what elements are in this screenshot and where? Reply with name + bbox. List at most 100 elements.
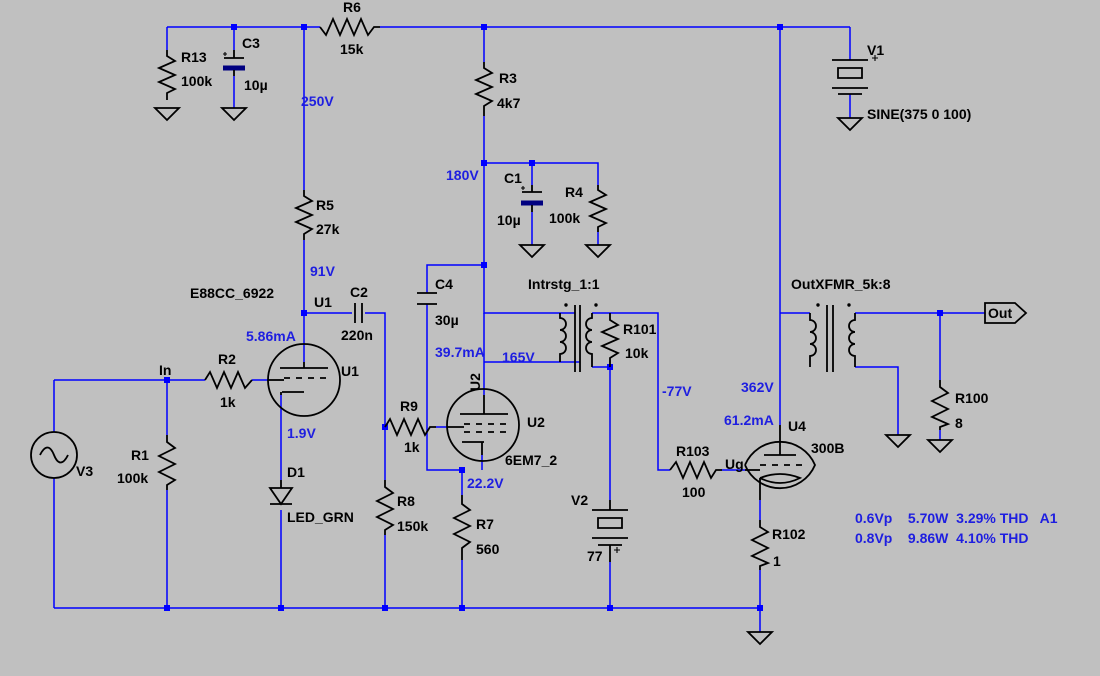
- label-r5-ref: R5: [316, 197, 334, 213]
- label-r8-ref: R8: [397, 493, 415, 509]
- op-v-165: 165V: [502, 349, 535, 365]
- label-v3-ref: V3: [76, 463, 93, 479]
- tube-u2: [446, 388, 520, 462]
- label-r3-value: 4k7: [497, 95, 521, 111]
- label-c4-ref: C4: [435, 276, 453, 292]
- label-u1-model: E88CC_6922: [190, 285, 274, 301]
- battery-v2: [592, 500, 628, 562]
- transformer-interstage: [559, 303, 598, 372]
- simulation-notes: 0.6Vp 5.70W 3.29% THD A1 0.8Vp 9.86W 4.1…: [855, 510, 1058, 546]
- label-r6-ref: R6: [343, 0, 361, 15]
- label-r103-value: 100: [682, 484, 706, 500]
- note-line-1: 0.6Vp 5.70W 3.29% THD A1: [855, 510, 1058, 526]
- op-i-u4: 61.2mA: [724, 412, 774, 428]
- wires: [53, 26, 985, 632]
- label-r7-ref: R7: [476, 516, 494, 532]
- capacitor-c1: [521, 185, 543, 212]
- label-v2-ref: V2: [571, 492, 588, 508]
- label-c1-ref: C1: [504, 170, 522, 186]
- label-u1-ref: U1: [341, 363, 359, 379]
- note-line-2: 0.8Vp 9.86W 4.10% THD: [855, 530, 1029, 546]
- op-v-362: 362V: [741, 379, 774, 395]
- resistor-r8: [374, 480, 396, 535]
- op-v-180: 180V: [446, 167, 479, 183]
- label-r101-ref: R101: [623, 321, 657, 337]
- label-u4-ref: U4: [788, 418, 806, 434]
- resistor-r9: [384, 416, 436, 438]
- resistor-r102: [749, 520, 771, 570]
- resistor-r2: [204, 369, 253, 391]
- component-labels: R13 100k C3 10µ R6 15k R3 4k7 V1 SINE(37…: [76, 0, 1012, 569]
- label-v1-ref: V1: [867, 42, 884, 58]
- label-r1-ref: R1: [131, 447, 149, 463]
- battery-v1: [832, 55, 878, 95]
- label-d1-ref: D1: [287, 464, 305, 480]
- label-r4-ref: R4: [565, 184, 583, 200]
- label-r13-ref: R13: [181, 49, 207, 65]
- op-v-m77: -77V: [662, 383, 692, 399]
- label-v1-value: SINE(375 0 100): [867, 106, 971, 122]
- label-u2-model: 6EM7_2: [505, 452, 557, 468]
- label-d1-value: LED_GRN: [287, 509, 354, 525]
- label-r7-value: 560: [476, 541, 500, 557]
- label-t1-ref: Intrstg_1:1: [528, 276, 600, 292]
- ground-symbols: [152, 107, 955, 646]
- op-v-22-2: 22.2V: [467, 475, 504, 491]
- label-c3-ref: C3: [242, 35, 260, 51]
- ac-source-v3: [30, 431, 78, 479]
- label-u1-pin: U1: [314, 294, 332, 310]
- tube-u1: [267, 343, 341, 417]
- label-u4-model: 300B: [811, 440, 844, 456]
- op-v-91: 91V: [310, 263, 336, 279]
- resistor-r5: [293, 190, 315, 240]
- label-c3-value: 10µ: [244, 77, 268, 93]
- capacitor-c3: [223, 50, 245, 76]
- resistor-r103: [669, 459, 722, 481]
- transformer-output: [809, 303, 856, 372]
- output-port-flag: [984, 302, 1028, 324]
- label-r102-value: 1: [773, 553, 781, 569]
- resistor-r100: [929, 380, 951, 430]
- op-i-u1: 5.86mA: [246, 328, 296, 344]
- label-r101-value: 10k: [625, 345, 649, 361]
- label-r6-value: 15k: [340, 41, 364, 57]
- label-r1-value: 100k: [117, 470, 148, 486]
- label-u2-ref: U2: [527, 414, 545, 430]
- label-c2-ref: C2: [350, 284, 368, 300]
- label-v2-value: 77: [587, 548, 603, 564]
- label-net-out: Out: [988, 305, 1012, 321]
- label-r2-value: 1k: [220, 394, 236, 410]
- resistor-r13: [156, 50, 178, 100]
- label-r100-value: 8: [955, 415, 963, 431]
- label-r103-ref: R103: [676, 443, 710, 459]
- resistor-r101: [599, 313, 621, 367]
- operating-point-labels: 250V 180V 91V 5.86mA 1.9V 39.7mA 165V 22…: [246, 93, 774, 491]
- label-u2-side: U2: [467, 373, 483, 391]
- label-c4-value: 30µ: [435, 312, 459, 328]
- op-v-250: 250V: [301, 93, 334, 109]
- resistor-r4: [587, 185, 609, 232]
- label-r100-ref: R100: [955, 390, 989, 406]
- label-net-in: In: [159, 362, 171, 378]
- label-r3-ref: R3: [499, 70, 517, 86]
- label-r9-ref: R9: [400, 398, 418, 414]
- op-v-1-9: 1.9V: [287, 425, 316, 441]
- label-net-ug: Ug: [725, 456, 744, 472]
- resistor-r3: [473, 62, 495, 116]
- label-r4-value: 100k: [549, 210, 580, 226]
- label-c2-value: 220n: [341, 327, 373, 343]
- label-r8-value: 150k: [397, 518, 428, 534]
- label-t2-ref: OutXFMR_5k:8: [791, 276, 891, 292]
- label-r5-value: 27k: [316, 221, 340, 237]
- label-r102-ref: R102: [772, 526, 806, 542]
- resistor-r1: [156, 435, 178, 490]
- label-c1-value: 10µ: [497, 212, 521, 228]
- led-d1: [268, 480, 294, 506]
- resistor-r6: [319, 16, 380, 38]
- capacitor-c2: [354, 303, 363, 323]
- resistor-r7: [451, 495, 473, 560]
- label-r2-ref: R2: [218, 351, 236, 367]
- label-r9-value: 1k: [404, 439, 420, 455]
- op-i-u2: 39.7mA: [435, 344, 485, 360]
